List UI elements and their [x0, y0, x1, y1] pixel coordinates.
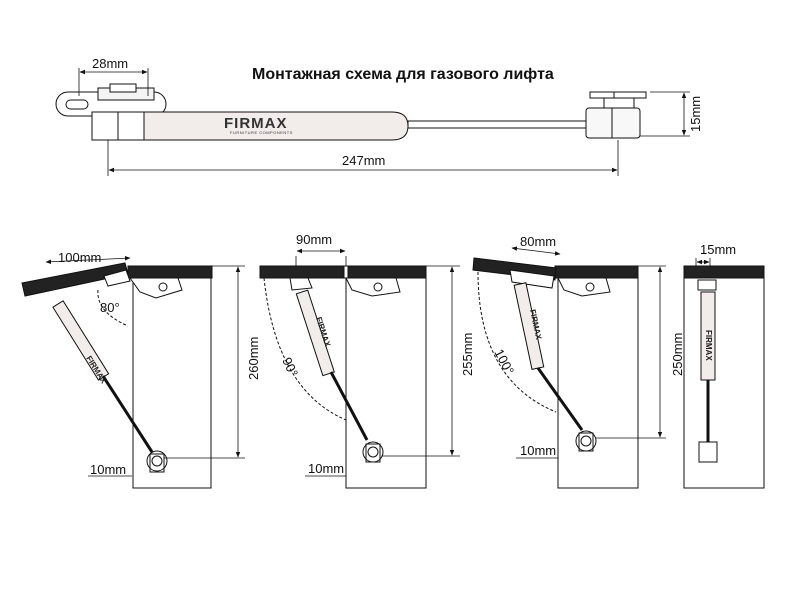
dim-mount-width: [78, 68, 149, 96]
fig3-bottom-label: 10mm: [520, 443, 556, 458]
fig4-side-view: [683, 258, 765, 489]
dim-length: [107, 140, 619, 176]
fig1-angle-label: 80°: [100, 300, 120, 315]
top-view-gas-lift: [55, 83, 647, 141]
firmax-logo: FIRMAX: [224, 115, 288, 132]
fig2-height-label: 255mm: [460, 333, 475, 376]
fig3-offset-label: 80mm: [520, 234, 556, 249]
fig2-bottom-label: 10mm: [308, 461, 344, 476]
fig1-cabinet: [21, 256, 245, 489]
mount-width-label: 28mm: [92, 56, 128, 71]
fig4-offset-label: 15mm: [700, 242, 736, 257]
fig1-height-label: 260mm: [246, 337, 261, 380]
fig1-offset-label: 100mm: [58, 250, 101, 265]
fig3-angle-label: 100°: [491, 346, 517, 377]
fig2-offset-label: 90mm: [296, 232, 332, 247]
fig1-bottom-label: 10mm: [90, 462, 126, 477]
fig2-angle-label: 90°: [279, 355, 301, 379]
fig4-piston-logo: FIRMAX: [704, 330, 713, 361]
firmax-logo-sub: FURNITURE COMPONENTS: [230, 130, 293, 135]
height-label: 15mm: [688, 96, 703, 132]
fig3-height-label: 250mm: [670, 333, 685, 376]
diagram-title: Монтажная схема для газового лифта: [252, 66, 554, 83]
fig2-cabinet: [259, 248, 460, 489]
fig3-cabinet: [472, 246, 666, 489]
length-label: 247mm: [342, 153, 385, 168]
dim-height: [640, 91, 690, 137]
